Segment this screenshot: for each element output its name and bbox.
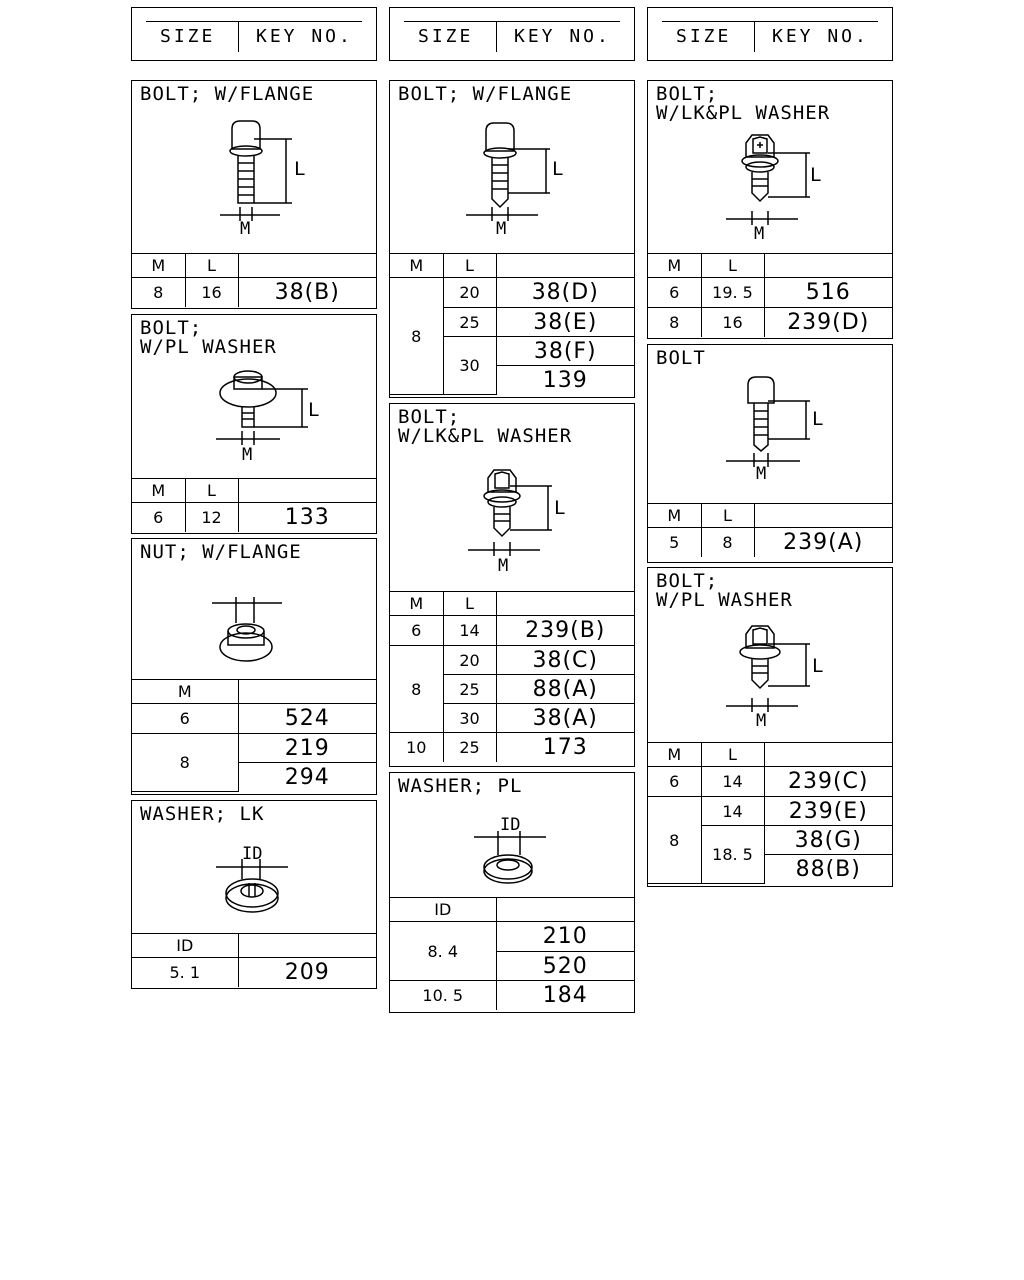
key-number: 239(A) (753, 527, 892, 557)
size-header: SIZE (160, 26, 216, 47)
washer-pl-icon: ID (474, 815, 546, 884)
key-number: 239(D) (763, 307, 892, 337)
size-header: SIZE (676, 26, 732, 47)
svg-text:M: M (498, 556, 508, 576)
key-number: 38(F) (495, 336, 634, 366)
svg-text:L: L (812, 408, 823, 430)
svg-text:ID: ID (500, 815, 520, 835)
key-number: 516 (763, 277, 892, 308)
key-number: 210 (495, 921, 634, 952)
key-number: 88(B) (764, 854, 892, 884)
svg-text:ID: ID (242, 844, 262, 864)
key-number: 173 (495, 732, 634, 762)
washer-lk-icon: ID (216, 844, 288, 913)
bolt-lkpl-washer-icon: L M (726, 134, 821, 244)
bolt-flange-icon: L M (220, 120, 305, 239)
part-title: BOLT (656, 347, 706, 369)
key-number: 520 (496, 951, 634, 981)
svg-text:M: M (754, 224, 764, 244)
key-number: 524 (237, 703, 376, 734)
key-number: 38(D) (495, 277, 634, 308)
key-no-header: KEY NO. (256, 26, 353, 47)
key-number: 294 (238, 762, 376, 792)
bolt-pl-washer-icon: L M (726, 625, 823, 731)
header-col1: SIZE KEY NO. (131, 7, 377, 61)
part-title: BOLT; W/FLANGE (398, 83, 573, 105)
key-no-header: KEY NO. (514, 26, 611, 47)
key-number: 209 (237, 957, 376, 987)
svg-text:L: L (812, 655, 823, 677)
key-number: 38(E) (495, 307, 634, 337)
part-title: BOLT; W/LK&PL WASHER (656, 83, 831, 124)
key-number: 38(C) (495, 645, 634, 675)
svg-text:M: M (240, 219, 250, 239)
svg-text:L: L (294, 158, 305, 180)
svg-text:L: L (554, 497, 565, 519)
key-number: 38(G) (763, 825, 892, 855)
svg-text:M: M (496, 219, 506, 239)
part-title: BOLT; W/PL WASHER (140, 317, 277, 358)
key-no-header: KEY NO. (772, 26, 869, 47)
header-col2: SIZE KEY NO. (389, 7, 635, 61)
bolt-icon: L M (726, 376, 823, 484)
key-number: 38(B) (237, 277, 376, 307)
part-title: WASHER; PL (398, 775, 523, 797)
key-number: 133 (237, 502, 376, 532)
key-number: 239(E) (763, 796, 892, 826)
svg-text:M: M (756, 711, 766, 731)
key-number: 239(B) (495, 615, 634, 646)
key-number: 239(C) (763, 766, 892, 797)
part-title: BOLT; W/PL WASHER (656, 570, 793, 611)
svg-text:M: M (756, 464, 766, 484)
bolt-lkpl-washer-icon: L M (468, 469, 565, 576)
key-number: 88(A) (495, 674, 634, 704)
key-number: 139 (496, 365, 634, 395)
part-title: WASHER; LK (140, 803, 265, 825)
bolt-flange-icon: L M (466, 122, 563, 239)
part-title: BOLT; W/FLANGE (140, 83, 315, 105)
bolt-pl-washer-icon: L M (216, 370, 319, 465)
svg-text:L: L (308, 399, 319, 421)
svg-text:L: L (810, 164, 821, 186)
nut-flange-icon (212, 597, 282, 662)
part-title: NUT; W/FLANGE (140, 541, 302, 563)
size-header: SIZE (418, 26, 474, 47)
key-number: 184 (495, 980, 634, 1010)
header-col3: SIZE KEY NO. (647, 7, 893, 61)
key-number: 38(A) (495, 703, 634, 733)
key-number: 219 (237, 733, 376, 763)
svg-text:L: L (552, 158, 563, 180)
part-title: BOLT; W/LK&PL WASHER (398, 406, 573, 447)
svg-text:M: M (242, 445, 252, 465)
